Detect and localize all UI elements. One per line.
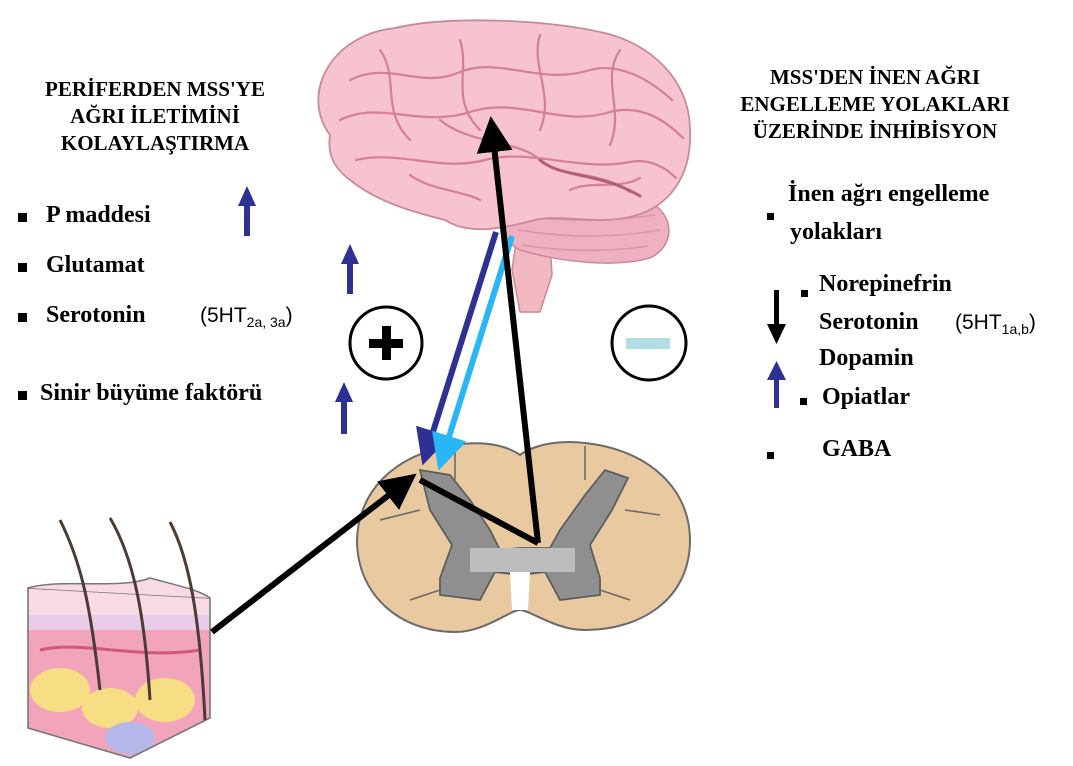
minus-sign-icon [612,306,686,380]
right-heading-line: ÜZERİNDE İNHİBİSYON [700,118,1050,145]
up-arrow-icon [335,382,353,434]
down-arrow-icon [767,290,786,344]
list-bullet [18,213,27,222]
item-p-maddesi: P maddesi [46,203,151,227]
item-sinir-buyume-faktoru: Sinir büyüme faktörü [40,381,262,405]
receptor-label-right: (5HT1a,b) [955,312,1036,336]
list-bullet [800,398,807,405]
left-panel-heading: PERİFERDEN MSS'YE AĞRI İLETİMİNİ KOLAYLA… [10,76,300,157]
item-serotonin-right: Serotonin [819,310,919,334]
up-arrow-icon [767,361,786,408]
plus-sign-icon [350,307,422,379]
left-heading-line: PERİFERDEN MSS'YE [10,76,300,103]
descending-pathway-dark-arrow [426,232,496,454]
receptor-label-left: (5HT2a, 3a) [200,305,293,329]
item-inen-agri-line2: yolakları [790,220,882,244]
list-bullet [18,263,27,272]
right-panel-heading: MSS'DEN İNEN AĞRI ENGELLEME YOLAKLARI ÜZ… [700,64,1050,145]
list-bullet [18,391,27,400]
right-heading-line: ENGELLEME YOLAKLARI [700,91,1050,118]
item-norepinefrin: Norepinefrin [819,272,952,296]
list-bullet [767,213,774,220]
list-bullet [18,313,27,322]
item-gaba: GABA [822,437,891,461]
up-arrow-icon [238,186,256,236]
skin-cross-section [20,518,220,766]
item-opiatlar: Opiatlar [822,385,910,409]
item-inen-agri-line1: İnen ağrı engelleme [788,182,989,206]
list-bullet [801,290,808,297]
item-glutamat: Glutamat [46,253,145,277]
descending-pathway-light-arrow [442,236,512,459]
item-dopamin: Dopamin [819,346,914,370]
list-bullet [767,452,774,459]
up-arrow-icon [341,244,359,294]
left-heading-line: AĞRI İLETİMİNİ [10,103,300,130]
left-heading-line: KOLAYLAŞTIRMA [10,130,300,157]
item-serotonin-left: Serotonin [46,303,146,327]
right-heading-line: MSS'DEN İNEN AĞRI [700,64,1050,91]
